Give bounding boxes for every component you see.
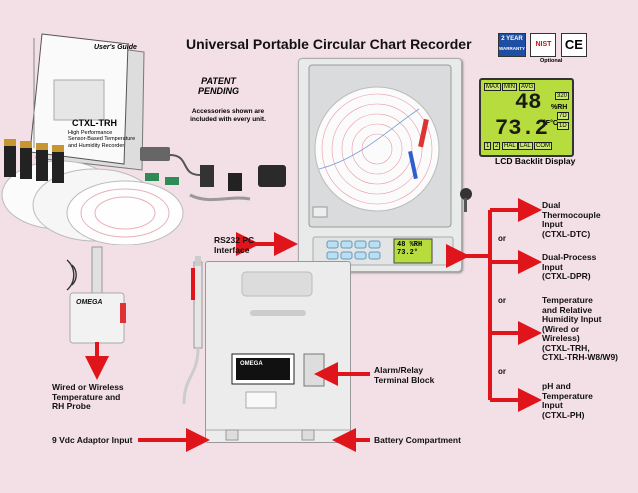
accessories-note: Accessories shown are included with ever… — [190, 108, 266, 123]
optional-label: Optional — [540, 58, 563, 64]
power-adaptor — [200, 165, 286, 191]
patent-pending-text: PATENT PENDING — [198, 76, 240, 97]
lcd-tag-2: 2 — [493, 142, 501, 150]
lcd-tag-max: MAX — [484, 83, 502, 91]
lcd-caption: LCD Backlit Display — [495, 156, 576, 166]
warranty-badge: 2 YEAR WARRANTY — [498, 33, 526, 57]
lcd-tag-avg: AVG — [519, 83, 536, 91]
manual-header: User's Guide — [94, 44, 137, 51]
lcd-humidity-unit: %RH — [551, 104, 568, 111]
lcd-tag-1: 1 — [484, 142, 492, 150]
option-dual-process: Dual-Process Input (CTXL-DPR) — [542, 252, 597, 282]
battery-label: Battery Compartment — [374, 435, 461, 445]
chart-recorder-drawing — [308, 64, 454, 266]
alarm-label: Alarm/Relay Terminal Block — [374, 365, 435, 385]
or-text-3: or — [498, 367, 506, 376]
or-text-2: or — [498, 296, 506, 305]
cables — [140, 147, 251, 202]
device-small-lcd: 48 %RH 73.2° — [397, 241, 423, 258]
lcd-humidity-value: 48 — [515, 90, 542, 115]
lcd-tag-min: MIN — [502, 83, 517, 91]
manual-model: CTXL-TRH — [72, 118, 117, 128]
ce-badge: CE — [560, 33, 587, 57]
lcd-tag-hal: HAL — [502, 142, 518, 150]
warranty-years: 2 YEAR — [501, 36, 523, 42]
option-temp-rh: Temperature and Relative Humidity Input … — [542, 295, 619, 363]
lcd-tag-lal: LAL — [518, 142, 533, 150]
lcd-temperature-value: 73.2 — [495, 116, 548, 141]
user-guide-manual-image — [29, 33, 145, 171]
adaptor-label: 9 Vdc Adaptor Input — [52, 435, 133, 445]
option-ph: pH and Temperature Input (CTXL-PH) — [542, 381, 593, 420]
chart-recorder-back: OMEGA — [205, 261, 351, 443]
lcd-temperature-unit: °F°C — [543, 120, 558, 127]
certification-badges: 2 YEAR WARRANTY NIST CE — [498, 33, 588, 61]
chart-recorder-front: 48 %RH 73.2° — [298, 58, 462, 272]
probe-stick-image — [182, 256, 203, 405]
lcd-tag-320: 320 — [555, 92, 570, 100]
key-lock-icon — [460, 188, 472, 212]
back-label-brand: OMEGA — [240, 361, 263, 367]
lcd-tag-1d: 1D — [557, 122, 569, 130]
warranty-text: WARRANTY — [499, 46, 525, 51]
option-dual-thermocouple: Dual Thermocouple Input (CTXL-DTC) — [542, 200, 601, 239]
nist-badge: NIST — [530, 33, 557, 57]
accessories-image — [1, 139, 286, 245]
lcd-tag-com: COM — [534, 142, 552, 150]
probe-label: Wired or Wireless Temperature and RH Pro… — [52, 382, 124, 412]
lcd-backlit-display: MAX MIN AVG 48 %RH 320 73.2 °F°C 7D 1D 1… — [479, 78, 574, 157]
lcd-tag-7d: 7D — [557, 112, 569, 120]
or-text-1: or — [498, 234, 506, 243]
rs232-label: RS232 PC Interface — [214, 235, 255, 255]
batteries — [4, 139, 64, 183]
page-title: Universal Portable Circular Chart Record… — [186, 36, 472, 52]
manual-subtitle: High Performance Sensor-Based Temperatur… — [68, 130, 136, 149]
probe-brand: OMEGA — [76, 299, 103, 306]
